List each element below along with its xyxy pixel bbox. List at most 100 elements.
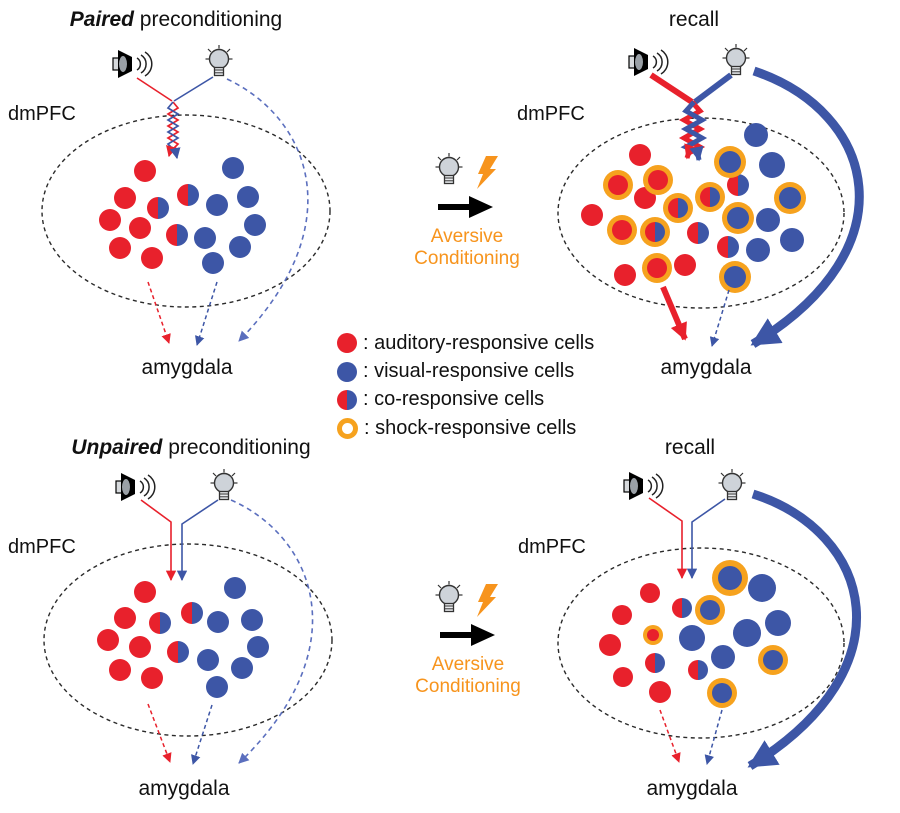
cell: [700, 600, 720, 620]
visual-to-amygdala-dashed: [709, 289, 730, 347]
amygdala-label-top-right: amygdala: [660, 356, 752, 379]
cell-half: [166, 224, 177, 246]
cell-half: [645, 222, 655, 242]
legend-item-co: : co-responsive cells: [337, 386, 594, 414]
lightbulb-icon: [204, 44, 234, 77]
legend: : auditory-responsive cells : visual-res…: [337, 329, 594, 443]
cells-top-right: [581, 123, 806, 293]
lightbulb-icon: [209, 468, 239, 501]
title-rest: preconditioning: [133, 8, 283, 31]
cell: [718, 566, 742, 590]
legend-label: : shock-responsive cells: [364, 416, 577, 439]
cell: [746, 238, 770, 262]
cell: [231, 657, 253, 679]
dmpfc-ellipse-bottom-left: [43, 543, 333, 737]
cell-half: [698, 660, 708, 680]
cell: [647, 258, 667, 278]
cell-half: [717, 236, 728, 258]
cell: [674, 254, 696, 276]
cell: [640, 583, 660, 603]
cell-half: [700, 187, 710, 207]
cell-half: [181, 602, 192, 624]
auditory-to-amygdala-dashed: [147, 703, 172, 763]
cell: [629, 144, 651, 166]
amygdala-label-top-left: amygdala: [141, 356, 233, 379]
panel-title-unpaired: Unpaired preconditioning: [71, 436, 310, 460]
cell: [608, 175, 628, 195]
cell: [612, 605, 632, 625]
cell: [114, 187, 136, 209]
panel-title-recall-top: recall: [668, 8, 720, 31]
cell-half: [710, 187, 720, 207]
cell: [224, 577, 246, 599]
cell-half: [177, 184, 188, 206]
speaker-icon: [628, 47, 669, 77]
shock-ring-icon: [337, 417, 358, 439]
cells-top-left: [99, 157, 266, 274]
speaker-icon: [623, 471, 664, 501]
cell-half: [727, 174, 738, 196]
cell: [202, 252, 224, 274]
cell: [581, 204, 603, 226]
cell: [648, 170, 668, 190]
visual-input: [686, 498, 726, 580]
cell: [206, 194, 228, 216]
cell: [744, 123, 768, 147]
cell: [780, 228, 804, 252]
dmpfc-label-top-right: dmPFC: [517, 103, 585, 125]
cell-half: [672, 598, 682, 618]
conditioning-arrow-icon: [438, 196, 493, 218]
arrows-bottom-right: [648, 489, 861, 770]
visual-to-amygdala-dashed: [195, 281, 218, 346]
arrows-top-right: [649, 66, 864, 348]
cell: [649, 681, 671, 703]
visual-bypass-thick: [747, 489, 861, 770]
panel-title-paired: Paired preconditioning: [70, 8, 282, 32]
aversive-line2: Conditioning: [415, 676, 521, 697]
cell: [711, 645, 735, 669]
arrows-bottom-left: [140, 499, 314, 765]
title-emphasis: Paired: [69, 8, 134, 31]
dmpfc-to-amygdala-thick-red: [660, 285, 688, 341]
visual-to-amygdala-dashed: [704, 709, 723, 765]
cell-half: [655, 222, 665, 242]
cell-half: [147, 197, 158, 219]
cell: [134, 581, 156, 603]
panel-title-recall-bottom: recall: [664, 436, 716, 459]
co-responsive-cell-icon: [337, 389, 357, 410]
cell: [207, 611, 229, 633]
aversive-line1: Aversive: [431, 654, 505, 675]
cell: [97, 629, 119, 651]
visual-to-amygdala-dashed: [191, 704, 213, 765]
cell: [733, 619, 761, 647]
cell: [194, 227, 216, 249]
paired-braid-blue: [166, 101, 180, 150]
lightbulb-icon: [434, 580, 464, 613]
cell-half: [645, 653, 655, 673]
cell-half: [678, 198, 688, 218]
cell-half: [158, 197, 169, 219]
cell: [759, 152, 785, 178]
cell: [647, 629, 659, 641]
cell: [614, 264, 636, 286]
visual-bypass-dashed: [226, 78, 309, 342]
dmpfc-ellipse-bottom-right: [557, 547, 845, 739]
cell: [748, 574, 776, 602]
cell: [141, 247, 163, 269]
cell-half: [167, 641, 178, 663]
cell-half: [188, 184, 199, 206]
cell: [114, 607, 136, 629]
cell: [613, 667, 633, 687]
cell-half: [698, 222, 709, 244]
cell-half: [160, 612, 171, 634]
legend-item-auditory: : auditory-responsive cells: [337, 329, 594, 357]
auditory-to-amygdala-dashed: [147, 281, 171, 344]
auditory-input: [648, 497, 688, 580]
cell: [765, 610, 791, 636]
cell: [719, 151, 741, 173]
cell-half: [668, 198, 678, 218]
cell: [247, 636, 269, 658]
cell: [206, 676, 228, 698]
cell-half: [149, 612, 160, 634]
